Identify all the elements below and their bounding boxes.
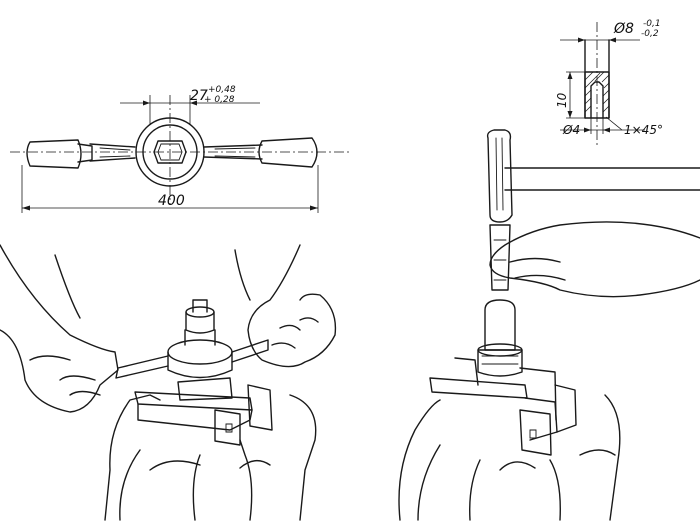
dim-27-upper-tolerance: +0,48: [208, 85, 236, 95]
holding-hand: [489, 221, 700, 298]
tapping-operation-illustration: [0, 244, 337, 521]
vise-jaw: [134, 391, 253, 411]
chamfer-label: 1×45°: [624, 123, 663, 137]
dim-400-label: 400: [158, 193, 185, 209]
dim-d8-label: Ø8: [613, 21, 634, 37]
dim-27-lower-tolerance: + 0,28: [204, 95, 235, 105]
hammering-operation-illustration: [398, 129, 700, 521]
wrench-hex-opening: [153, 140, 187, 164]
wrench-body-ring: [135, 117, 205, 187]
left-handle-grip: [26, 139, 82, 169]
left-hand: [0, 244, 119, 413]
bushing-section: [584, 71, 610, 119]
wrench-handle-right: [231, 339, 269, 363]
right-hand: [247, 244, 337, 368]
tap-shank: [192, 299, 208, 313]
dim-d8-upper-tolerance: -0,1: [643, 19, 661, 29]
dim-10-label: 10: [555, 92, 569, 108]
right-handle-grip: [258, 137, 318, 168]
hammer-head: [486, 129, 513, 223]
vise-body-right: [398, 394, 621, 521]
tap-wrench-drawing: 27 +0,48 + 0,28 400: [10, 85, 350, 213]
vise-jaw-right: [429, 377, 528, 399]
left-handle-rod: [77, 143, 93, 163]
vise-body: [104, 394, 317, 521]
wrench-collar: [167, 339, 233, 365]
dim-27-label: 27: [190, 88, 208, 104]
dim-d8-lower-tolerance: -0,2: [641, 29, 659, 39]
hammer-handle: [504, 167, 700, 191]
bushing-detail-drawing: Ø8 -0,1 -0,2 10 Ø4 1×45°: [555, 19, 663, 145]
dim-d4-label: Ø4: [562, 123, 580, 137]
wrench-handle-left: [115, 355, 169, 379]
